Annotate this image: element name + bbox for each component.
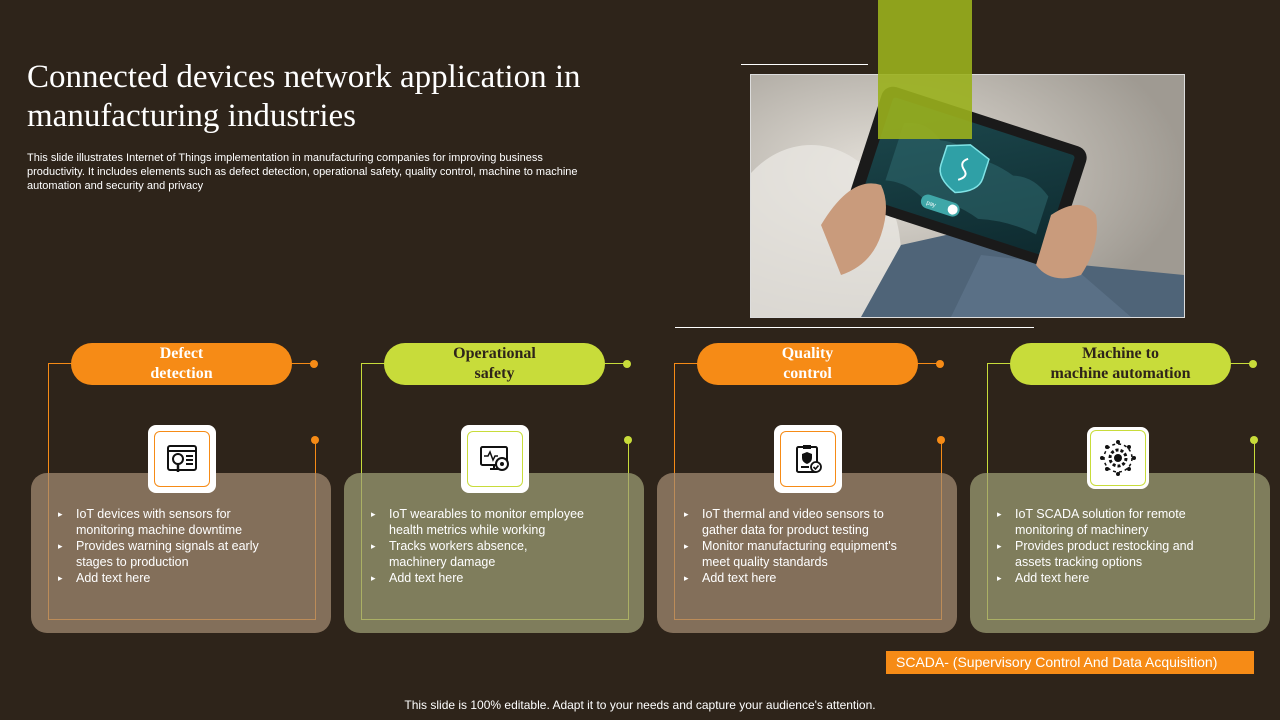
bullet-item: Add text here xyxy=(997,570,1237,586)
section-title-label: Machine to machine automation xyxy=(1050,345,1191,382)
section-title-quality: Quality control xyxy=(697,343,918,385)
section-icon-box xyxy=(461,425,529,493)
section-title-label: Operational safety xyxy=(453,345,536,382)
section-icon-box xyxy=(148,425,216,493)
decorative-line-bottom xyxy=(675,327,1034,328)
section-title-safety: Operational safety xyxy=(384,343,605,385)
connector-dot xyxy=(624,436,632,444)
bullet-item: Tracks workers absence, machinery damage xyxy=(371,538,611,570)
bullet-item: Monitor manufacturing equipment's meet q… xyxy=(684,538,924,570)
bullet-item: Add text here xyxy=(371,570,611,586)
clipboard-shield-checkmark-icon xyxy=(796,445,822,473)
bullet-item: IoT wearables to monitor employee health… xyxy=(371,506,611,538)
connector-dot xyxy=(1250,436,1258,444)
bullet-item: IoT SCADA solution for remote monitoring… xyxy=(997,506,1237,538)
bullet-item: IoT thermal and video sensors to gather … xyxy=(684,506,924,538)
bullet-item: Provides product restocking and assets t… xyxy=(997,538,1237,570)
bullet-item: IoT devices with sensors for monitoring … xyxy=(58,506,298,538)
bullet-item: Add text here xyxy=(58,570,298,586)
bullet-list: IoT wearables to monitor employee health… xyxy=(371,506,611,586)
footer-note: This slide is 100% editable. Adapt it to… xyxy=(404,698,876,712)
connector-dot xyxy=(1249,360,1257,368)
bullet-list: IoT SCADA solution for remote monitoring… xyxy=(997,506,1237,586)
bullet-list: IoT devices with sensors for monitoring … xyxy=(58,506,298,586)
slide-subtitle: This slide illustrates Internet of Thing… xyxy=(27,152,578,192)
section-title-label: Defect detection xyxy=(150,345,213,382)
bullet-item: Add text here xyxy=(684,570,924,586)
connector-dot xyxy=(623,360,631,368)
scada-note: SCADA- (Supervisory Control And Data Acq… xyxy=(886,651,1254,674)
section-card-automation: IoT SCADA solution for remote monitoring… xyxy=(970,473,1270,633)
gear-network-icon xyxy=(1100,440,1136,476)
connector-dot xyxy=(311,436,319,444)
magnifier-on-browser-icon xyxy=(167,445,197,472)
section-icon-box xyxy=(1087,427,1149,489)
slide-title: Connected devices network application in… xyxy=(27,59,581,134)
section-title-defect: Defect detection xyxy=(71,343,292,385)
bullet-item: Provides warning signals at early stages… xyxy=(58,538,298,570)
connector-dot xyxy=(937,436,945,444)
section-card-quality: IoT thermal and video sensors to gather … xyxy=(657,473,957,633)
bullet-list: IoT thermal and video sensors to gather … xyxy=(684,506,924,586)
connector-dot xyxy=(936,360,944,368)
connector-dot xyxy=(310,360,318,368)
section-card-safety: IoT wearables to monitor employee health… xyxy=(344,473,644,633)
section-icon-box xyxy=(774,425,842,493)
section-title-label: Quality control xyxy=(781,345,834,382)
decorative-line-top xyxy=(741,64,868,65)
monitor-with-gear-icon xyxy=(480,446,509,471)
section-title-automation: Machine to machine automation xyxy=(1010,343,1231,385)
tablet-button-label: pay xyxy=(925,200,936,209)
section-card-defect: IoT devices with sensors for monitoring … xyxy=(31,473,331,633)
accent-bar xyxy=(878,0,972,139)
